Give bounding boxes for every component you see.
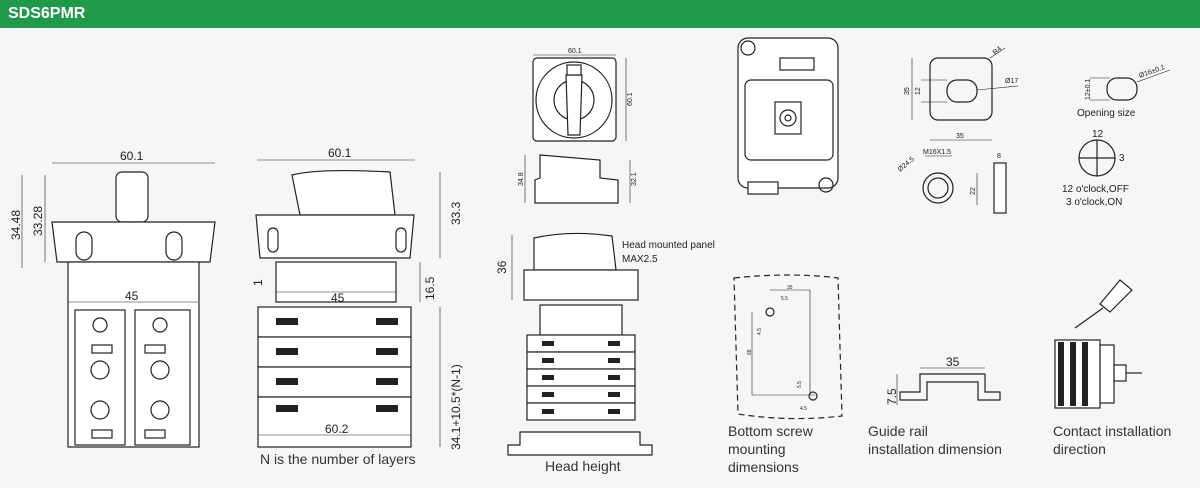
head-view: 60.1 60.1 34.8 32.1 36 Head mounted pane… <box>495 48 715 474</box>
rail-caption-1: Guide rail <box>868 423 928 439</box>
dim-front-width: 60.1 <box>120 149 144 163</box>
screw-caption-1: Bottom screw <box>728 423 814 439</box>
mounting-base-view <box>737 37 839 195</box>
dim-cutout-width: 35 <box>956 133 964 140</box>
contact-caption-2: direction <box>1053 441 1106 457</box>
head-view-caption: Head height <box>545 458 621 474</box>
side-view-caption: N is the number of layers <box>260 451 416 467</box>
contact-caption-1: Contact installation <box>1053 423 1171 439</box>
dim-side-head-height: 33.3 <box>449 201 463 225</box>
on-state-label: 3 o'clock,ON <box>1066 197 1122 208</box>
screwdriver-icon <box>1074 279 1133 329</box>
dim-opening-dia: Ø16±0.1 <box>1138 64 1166 80</box>
head-panel-note: Head mounted panel <box>622 240 715 251</box>
contact-direction-view: Contact installation direction <box>1053 279 1171 457</box>
rail-caption-2: installation dimension <box>868 441 1002 457</box>
off-state-label: 12 o'clock,OFF <box>1062 184 1129 195</box>
screw-caption-2: mounting <box>728 441 786 457</box>
dim-side-adapter-height: 16.5 <box>423 276 437 300</box>
dim-rail-width: 35 <box>946 355 960 369</box>
dim-cutout-radius: R4 <box>992 45 1003 56</box>
head-panel-max: MAX2.5 <box>622 254 658 265</box>
dim-side-width: 60.1 <box>328 146 352 160</box>
panel-cutout-view: 35 12 R4 Ø17 35 M16X1.5 Ø24.5 22 8 <box>897 45 1018 214</box>
dim-nut-height: 22 <box>970 187 977 195</box>
dim-nut-dia: Ø24.5 <box>897 156 916 174</box>
dim-screw-offset-a: 5.5 <box>781 296 788 302</box>
dim-side-body-width: 60.2 <box>325 422 349 436</box>
opening-size-view: 12±0.1 Ø16±0.1 Opening size 12 3 12 o'cl… <box>1062 64 1171 208</box>
dim-opening-height: 12±0.1 <box>1085 79 1092 100</box>
dim-side-body-height: 34.1+10.5*(N-1) <box>449 364 463 450</box>
dim-cutout-slot: 12 <box>915 87 922 95</box>
dim-front-height-head: 33.28 <box>31 206 45 236</box>
guide-rail-view: 35 7.5 Guide rail installation dimension <box>868 355 1002 457</box>
dim-head-mounted-height: 36 <box>495 260 509 274</box>
dim-screw-offset-d: 4.5 <box>800 406 807 412</box>
title-bar: SDS6PMR <box>0 0 1200 28</box>
dim-front-body-width: 45 <box>125 289 139 303</box>
dim-screw-offset-b: 4.5 <box>757 328 763 335</box>
front-view: 60.1 34.48 33.28 45 <box>9 149 216 448</box>
bottom-screw-view: 35 5.5 4.5 68 5.5 4.5 Bottom screw mount… <box>728 274 843 475</box>
product-title: SDS6PMR <box>8 5 86 22</box>
dim-nut-thickness: 8 <box>997 153 1001 160</box>
dim-thread: M16X1.5 <box>923 149 951 156</box>
clock-3-label: 3 <box>1119 153 1125 164</box>
dim-front-height-total: 34.48 <box>9 210 23 240</box>
dim-rail-height: 7.5 <box>885 388 899 405</box>
dim-cutout-height: 35 <box>904 87 911 95</box>
dim-head-side-right: 32.1 <box>631 172 638 186</box>
dim-head-top-height: 60.1 <box>627 92 634 106</box>
dim-screw-offset-c: 5.5 <box>797 381 803 388</box>
screw-caption-3: dimensions <box>728 459 799 475</box>
dim-side-gap: 1 <box>251 279 265 286</box>
side-view: 60.1 33.3 1 45 16.5 60.2 34.1+10.5*(N-1)… <box>251 146 463 467</box>
clock-12-label: 12 <box>1092 129 1104 140</box>
dim-screw-top-width: 35 <box>787 285 793 291</box>
dim-cutout-hole: Ø17 <box>1005 78 1018 85</box>
opening-caption: Opening size <box>1077 108 1136 119</box>
dim-side-adapter-width: 45 <box>331 291 345 305</box>
dim-screw-height: 68 <box>747 349 753 355</box>
dim-head-side-left: 34.8 <box>518 172 525 186</box>
dim-head-top-width: 60.1 <box>568 48 582 55</box>
